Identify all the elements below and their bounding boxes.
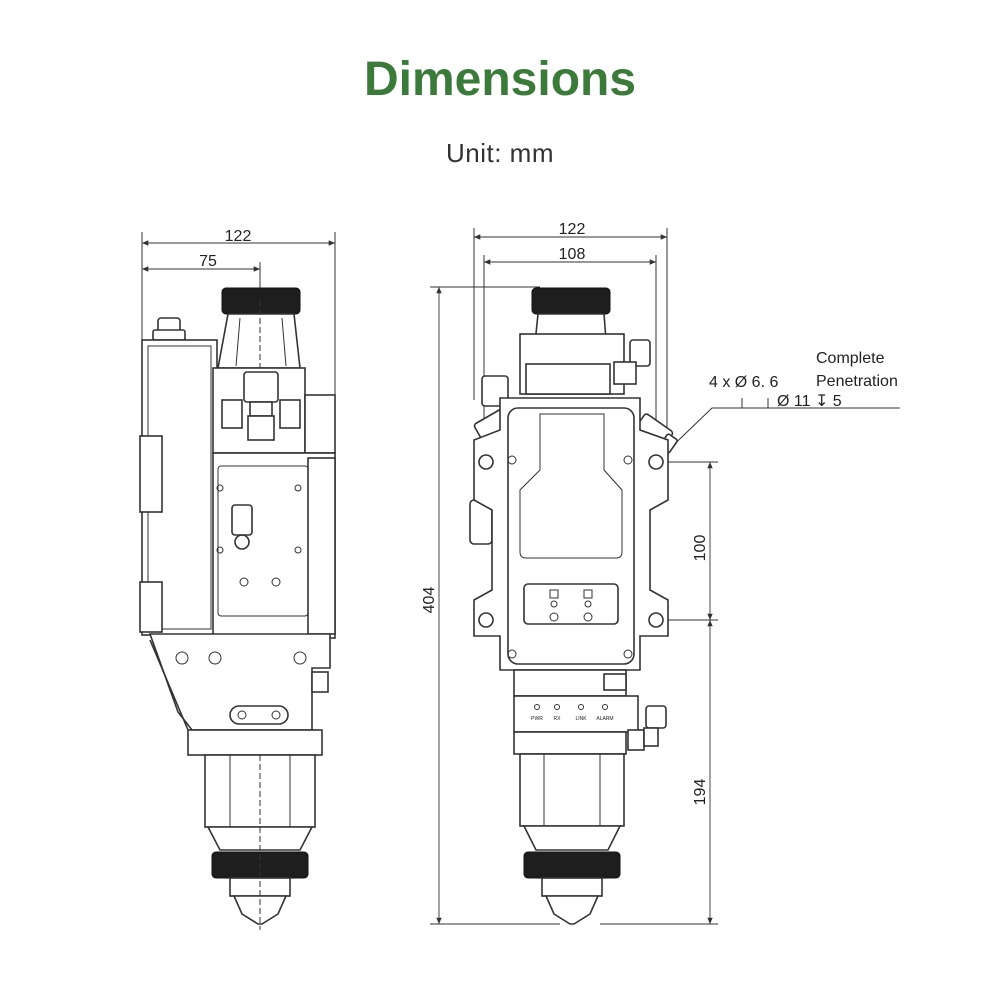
front-dim-404-label: 404 xyxy=(421,587,438,614)
front-dim-122: 122 xyxy=(473,221,668,430)
status-panel: PWR RX LINK ALARM xyxy=(531,704,614,722)
front-top-cap xyxy=(531,287,611,315)
front-dim-100-label: 100 xyxy=(692,535,709,562)
front-dim-122-label: 122 xyxy=(559,221,586,238)
side-top-cap xyxy=(221,287,301,315)
front-dim-404: 404 xyxy=(421,286,560,925)
panel-label-pwr: PWR xyxy=(531,716,543,722)
front-lower-ring xyxy=(523,851,621,879)
side-dim-75-label: 75 xyxy=(199,253,217,270)
callout-note-line1: Complete xyxy=(816,350,885,367)
side-dim-122: 122 xyxy=(141,228,336,395)
front-view: 122 108 404 100 194 4 xyxy=(421,221,900,925)
front-dim-108-label: 108 xyxy=(559,246,586,263)
panel-label-rx: RX xyxy=(554,716,562,722)
panel-label-link: LINK xyxy=(575,716,587,722)
callout-counterbore: Ø 11 ↧ 5 xyxy=(777,393,842,410)
callout-hole-spec: 4 x Ø 6. 6 xyxy=(709,374,778,391)
front-dim-100: 100 xyxy=(665,461,718,621)
callout-note-line2: Penetration xyxy=(816,373,898,390)
page-title: Dimensions xyxy=(363,53,637,106)
side-view: 122 75 xyxy=(139,228,336,930)
panel-label-alarm: ALARM xyxy=(596,716,613,722)
front-dim-194: 194 xyxy=(600,620,718,925)
unit-subtitle: Unit: mm xyxy=(446,138,554,168)
side-dim-75: 75 xyxy=(142,253,261,300)
front-dim-194-label: 194 xyxy=(692,779,709,806)
hole-callout: 4 x Ø 6. 6 Complete Penetration Ø 11 ↧ 5 xyxy=(659,350,900,459)
side-dim-122-label: 122 xyxy=(225,228,252,245)
